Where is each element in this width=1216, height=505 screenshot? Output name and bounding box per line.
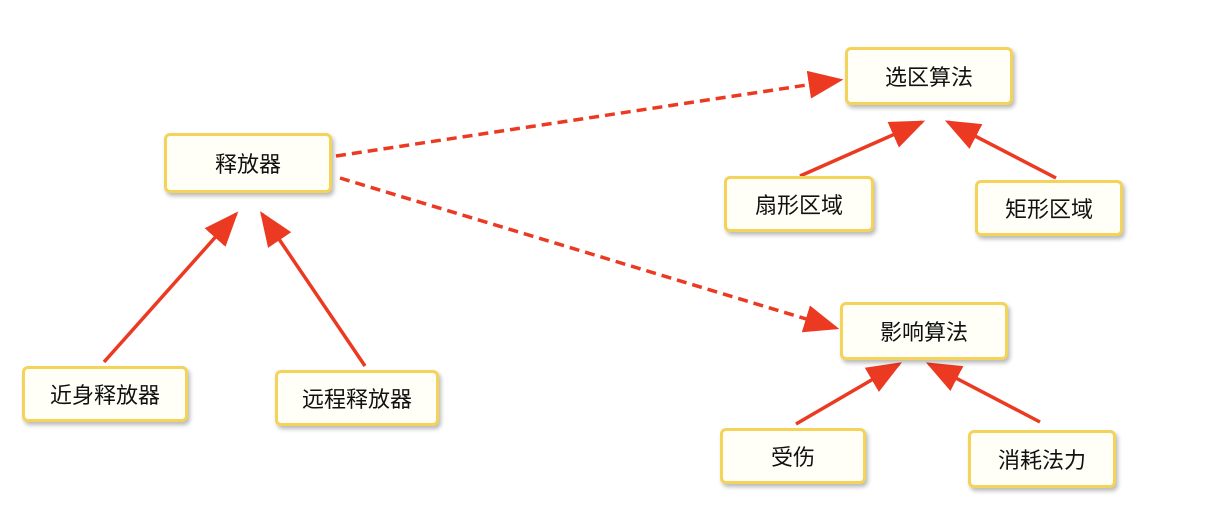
node-melee-releaser: 近身释放器 — [22, 366, 188, 422]
edge-sector-to-selection — [799, 120, 926, 178]
node-rectangle-area: 矩形区域 — [975, 180, 1123, 236]
node-releaser: 释放器 — [164, 133, 332, 193]
edge-releaser-to-selection — [335, 70, 844, 158]
node-sector-area: 扇形区域 — [724, 176, 874, 232]
node-consume-mana: 消耗法力 — [968, 430, 1116, 488]
edge-ranged-to-releaser — [260, 211, 367, 367]
edge-releaser-to-impact — [339, 176, 840, 333]
node-take-damage: 受伤 — [720, 428, 866, 484]
edge-rectangle-to-selection — [944, 120, 1057, 180]
edge-mana-to-impact — [925, 362, 1041, 424]
node-selection-algorithm: 选区算法 — [845, 47, 1013, 105]
edge-melee-to-releaser — [102, 211, 239, 364]
node-ranged-releaser: 远程释放器 — [275, 370, 439, 426]
edge-damage-to-impact — [795, 362, 903, 426]
node-impact-algorithm: 影响算法 — [840, 302, 1008, 360]
